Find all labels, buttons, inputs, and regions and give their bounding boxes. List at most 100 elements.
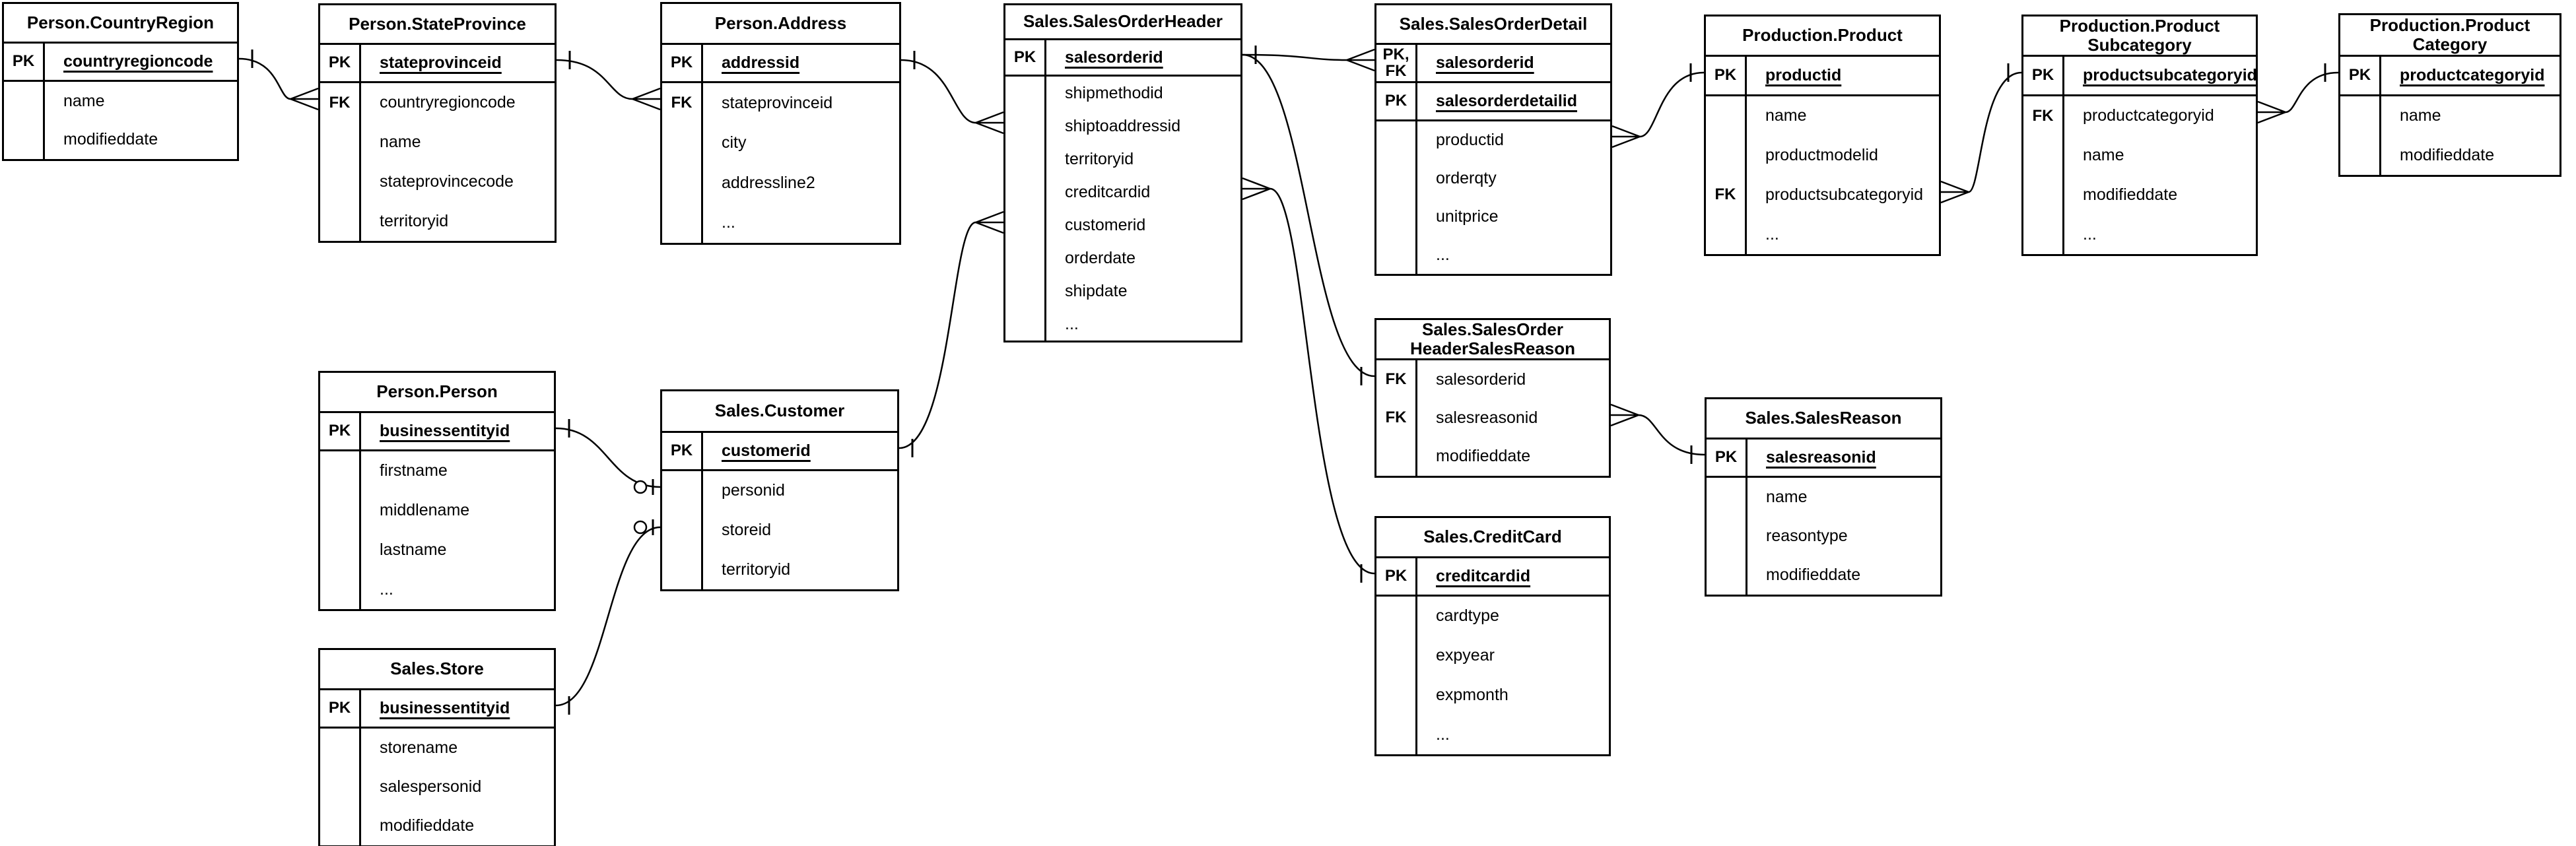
key-label	[1706, 96, 1745, 136]
key-label	[1376, 160, 1415, 198]
key-label: PK	[1013, 48, 1036, 66]
connector-salesorderheader-creditcard[interactable]	[1242, 177, 1375, 583]
connector-salesorderheader-sohsalesreason[interactable]	[1242, 53, 1375, 385]
key-label	[1005, 209, 1044, 242]
key-label: PK	[1384, 567, 1407, 585]
field-name: stateprovincecode	[380, 172, 514, 191]
key-column	[1005, 77, 1046, 341]
crow-foot-marker	[975, 111, 1004, 135]
key-label	[662, 471, 701, 511]
key-label	[4, 82, 43, 121]
connector-salesorderdetail-product[interactable]	[1611, 63, 1705, 148]
field-name: ...	[380, 579, 393, 599]
field-name: addressline2	[722, 173, 815, 192]
field-name: territoryid	[380, 211, 449, 230]
entity-section: PK customerid	[662, 431, 897, 469]
field-name: shipdate	[1065, 281, 1128, 300]
key-label: PK	[2348, 66, 2371, 84]
key-label	[662, 511, 701, 550]
crow-foot-marker	[975, 211, 1004, 234]
connector-store-customer[interactable]	[555, 519, 661, 715]
connector-sohsalesreason-salesreason[interactable]	[1610, 403, 1705, 464]
key-label	[1376, 676, 1415, 715]
connector-salesorderheader-salesorderdetail[interactable]	[1242, 46, 1375, 72]
key-label: PK	[2031, 66, 2054, 84]
key-column	[1376, 121, 1417, 274]
connector-productsubcategory-productcategory[interactable]	[2257, 63, 2339, 124]
connector-customer-salesorderheader[interactable]	[898, 211, 1004, 457]
key-column	[320, 729, 361, 845]
field-column: productcategoryid	[2381, 57, 2559, 94]
field-column: productid	[1747, 57, 1939, 94]
key-label	[1376, 198, 1415, 236]
key-label: FK	[329, 93, 351, 112]
field-name: orderqty	[1436, 169, 1497, 188]
field-name: productsubcategoryid	[2083, 66, 2257, 84]
field-name: city	[722, 133, 747, 152]
key-label	[1005, 242, 1044, 275]
key-label	[1707, 478, 1746, 517]
field-name: countryregioncode	[63, 52, 213, 71]
connector-line	[1242, 53, 1347, 61]
entity-title: Sales.SalesOrderDetail	[1399, 13, 1588, 34]
key-column: PK	[1706, 57, 1747, 94]
connector-line	[1968, 71, 2022, 193]
key-column	[1376, 597, 1417, 754]
key-column: PK	[1707, 439, 1747, 476]
field-name: salesreasonid	[1766, 448, 1876, 467]
connector-line	[898, 221, 976, 449]
connector-product-productsubcategory[interactable]	[1940, 63, 2022, 204]
field-column: addressid	[703, 45, 899, 81]
connector-address-salesorderheader[interactable]	[900, 51, 1004, 135]
connector-line	[555, 526, 661, 707]
key-column: PK	[2023, 57, 2064, 94]
field-column: customerid	[703, 433, 897, 469]
key-label: FK	[1714, 185, 1736, 204]
key-label: FK	[1385, 370, 1407, 388]
field-name: reasontype	[1766, 527, 1848, 545]
key-label: PK	[670, 441, 693, 460]
entity-title: Production.Product Category	[2369, 15, 2530, 54]
field-name: productcategoryid	[2083, 106, 2214, 125]
entity-title: Sales.CreditCard	[1423, 527, 1562, 547]
field-name: ...	[1065, 314, 1079, 333]
key-label: PK	[1714, 448, 1738, 467]
crow-foot-marker	[1242, 177, 1271, 201]
entity-title: Person.Address	[714, 13, 847, 33]
field-name: orderdate	[1065, 248, 1136, 267]
connector-countryregion-stateprovince[interactable]	[238, 49, 319, 111]
connector-person-customer[interactable]	[555, 419, 661, 495]
key-label	[662, 550, 701, 589]
key-label	[2023, 176, 2062, 215]
key-label	[1376, 236, 1415, 274]
connector-stateprovince-address[interactable]	[556, 51, 661, 111]
